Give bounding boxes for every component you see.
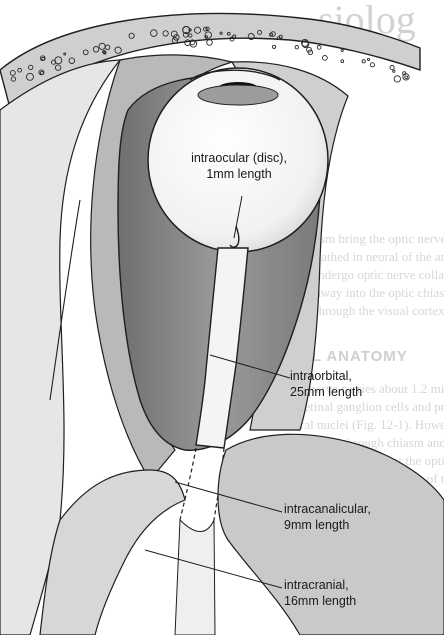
label-intraorbital-line1: intraorbital, [290,368,362,384]
label-intraocular-line1: intraocular (disc), [176,150,302,166]
bone-pore [403,74,409,80]
bone-pore [323,56,328,61]
bone-pore [393,70,395,72]
label-intraorbital: intraorbital, 25mm length [290,368,362,400]
bone-pore [341,60,344,63]
bone-pore [207,40,213,46]
bone-pore [405,76,408,79]
bone-pore [394,76,400,82]
lens [198,85,278,105]
label-intracanalicular: intracanalicular, 9mm length [284,501,371,533]
label-intracranial-line2: 16mm length [284,593,356,609]
label-intraocular-line2: 1mm length [176,166,302,182]
label-intraorbital-line2: 25mm length [290,384,362,400]
label-intracanalicular-line2: 9mm length [284,517,371,533]
label-intracranial: intracranial, 16mm length [284,577,356,609]
bone-pore [362,60,365,63]
label-intracranial-line1: intracranial, [284,577,356,593]
label-intraocular: intraocular (disc), 1mm length [176,150,302,182]
bone-pore [390,66,394,70]
bone-pore [273,45,276,48]
cranial-segment [175,520,215,635]
bone-pore [341,49,343,51]
bone-pore [295,46,298,49]
bone-pore [317,46,321,50]
label-intracanalicular-line1: intracanalicular, [284,501,371,517]
bone-pore [370,63,374,67]
bone-pore [367,58,369,60]
